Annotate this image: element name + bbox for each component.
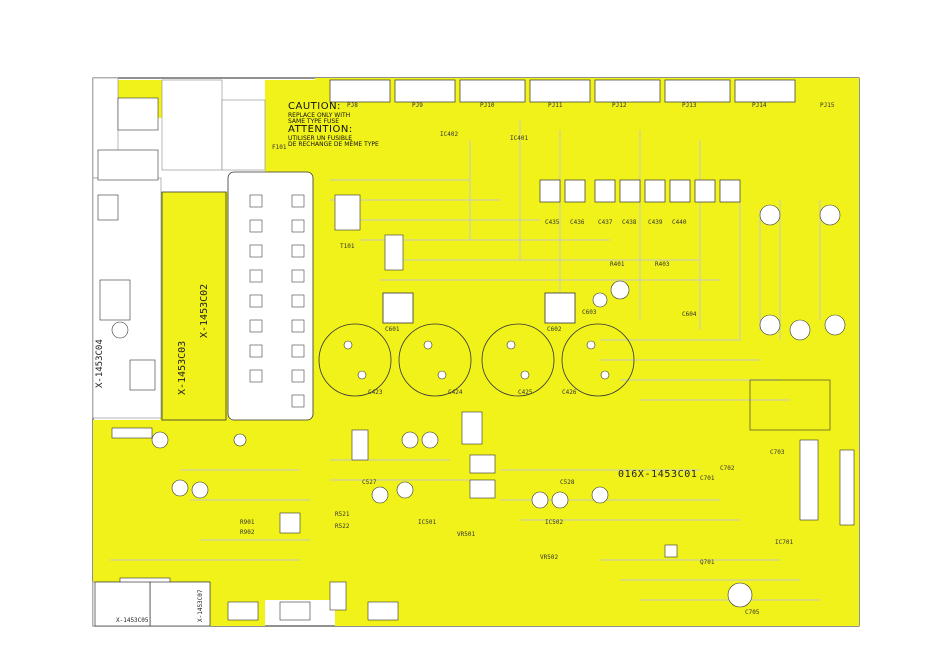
ref-label: R521 [335, 511, 350, 518]
sub-board-x1453c05 [94, 581, 151, 627]
ref-label: C528 [560, 479, 575, 486]
ref-label: C603 [582, 309, 597, 316]
silkscreen-traces [110, 120, 821, 601]
capacitor-pads [343, 340, 610, 380]
capacitor-c424 [398, 323, 472, 397]
ref-label: IC501 [418, 519, 437, 526]
caution-line4: DE RECHANGE DE MÊME TYPE [288, 140, 379, 148]
ref-label: IC402 [440, 131, 459, 138]
ref-label: C436 [570, 219, 585, 226]
ref-label: R401 [610, 261, 625, 268]
sub-board-x1453c02 [227, 171, 314, 421]
sub-board-label-c05: X-1453C05 [116, 617, 149, 624]
ref-label: C439 [648, 219, 663, 226]
ref-label: PJ9 [412, 102, 423, 109]
ref-label: R522 [335, 523, 350, 530]
ref-label: PJ14 [752, 102, 767, 109]
ref-label: IC701 [775, 539, 794, 546]
ref-label: C604 [682, 311, 697, 318]
ref-label: C601 [385, 326, 400, 333]
right-components [592, 204, 855, 608]
ref-label: C426 [562, 389, 577, 396]
capacitor-c425 [481, 323, 555, 397]
ref-label: PJ10 [480, 102, 495, 109]
ref-label: C438 [622, 219, 637, 226]
ref-label: IC401 [510, 135, 529, 142]
ref-label: R902 [240, 529, 255, 536]
sub-board-label-c03: X-1453C03 [177, 340, 188, 395]
ref-label: PJ12 [612, 102, 627, 109]
ref-label: VR501 [457, 531, 476, 538]
ref-label: C424 [448, 389, 463, 396]
ref-label: F101 [272, 144, 287, 151]
ref-label: T101 [340, 243, 355, 250]
ref-label: C435 [545, 219, 560, 226]
ref-label: C703 [770, 449, 785, 456]
bridge-rectifiers [382, 292, 576, 324]
caution-title: CAUTION: [288, 101, 341, 112]
top-connectors [329, 79, 796, 103]
ref-label: C602 [547, 326, 562, 333]
ref-label: PJ15 [820, 102, 835, 109]
sub-board-label-c07: X-1453C07 [197, 589, 204, 622]
sub-board-x1453c07 [149, 581, 211, 627]
ref-label: VR502 [540, 554, 559, 561]
ref-label: C527 [362, 479, 377, 486]
ref-label: C705 [745, 609, 760, 616]
left-components [97, 97, 159, 391]
ref-label: IC502 [545, 519, 564, 526]
ref-label: C701 [700, 475, 715, 482]
ref-label: C702 [720, 465, 735, 472]
ref-label: C425 [518, 389, 533, 396]
ref-label: R901 [240, 519, 255, 526]
caution-notice: CAUTION: REPLACE ONLY WITH SAME TYPE FUS… [288, 101, 379, 148]
main-capacitors [318, 323, 635, 397]
center-components [111, 194, 678, 621]
ref-label: Q701 [700, 559, 715, 566]
caution-line1: REPLACE ONLY WITH [288, 111, 351, 119]
capacitor-c423 [318, 323, 392, 397]
ref-label: R403 [655, 261, 670, 268]
sub-board-label-c02: X-1453C02 [199, 283, 210, 338]
caution-line2: SAME TYPE FUSE [288, 117, 339, 125]
ref-label: C437 [598, 219, 613, 226]
ref-label: C440 [672, 219, 687, 226]
ref-label: PJ8 [347, 102, 358, 109]
ref-label: C423 [368, 389, 383, 396]
board-main-label: 016X-1453C01 [618, 469, 698, 480]
ref-label: PJ11 [548, 102, 563, 109]
caution-line3: UTILISER UN FUSIBLE [288, 134, 353, 142]
ref-label: PJ13 [682, 102, 697, 109]
sub-board-x1453c03 [161, 191, 227, 421]
capacitor-c426 [561, 323, 635, 397]
transistor-row [539, 179, 741, 203]
attention-title: ATTENTION: [288, 124, 353, 136]
sub-board-x1453c02-buttons [249, 194, 305, 408]
sub-board-label-c04: X-1453C04 [95, 339, 105, 388]
